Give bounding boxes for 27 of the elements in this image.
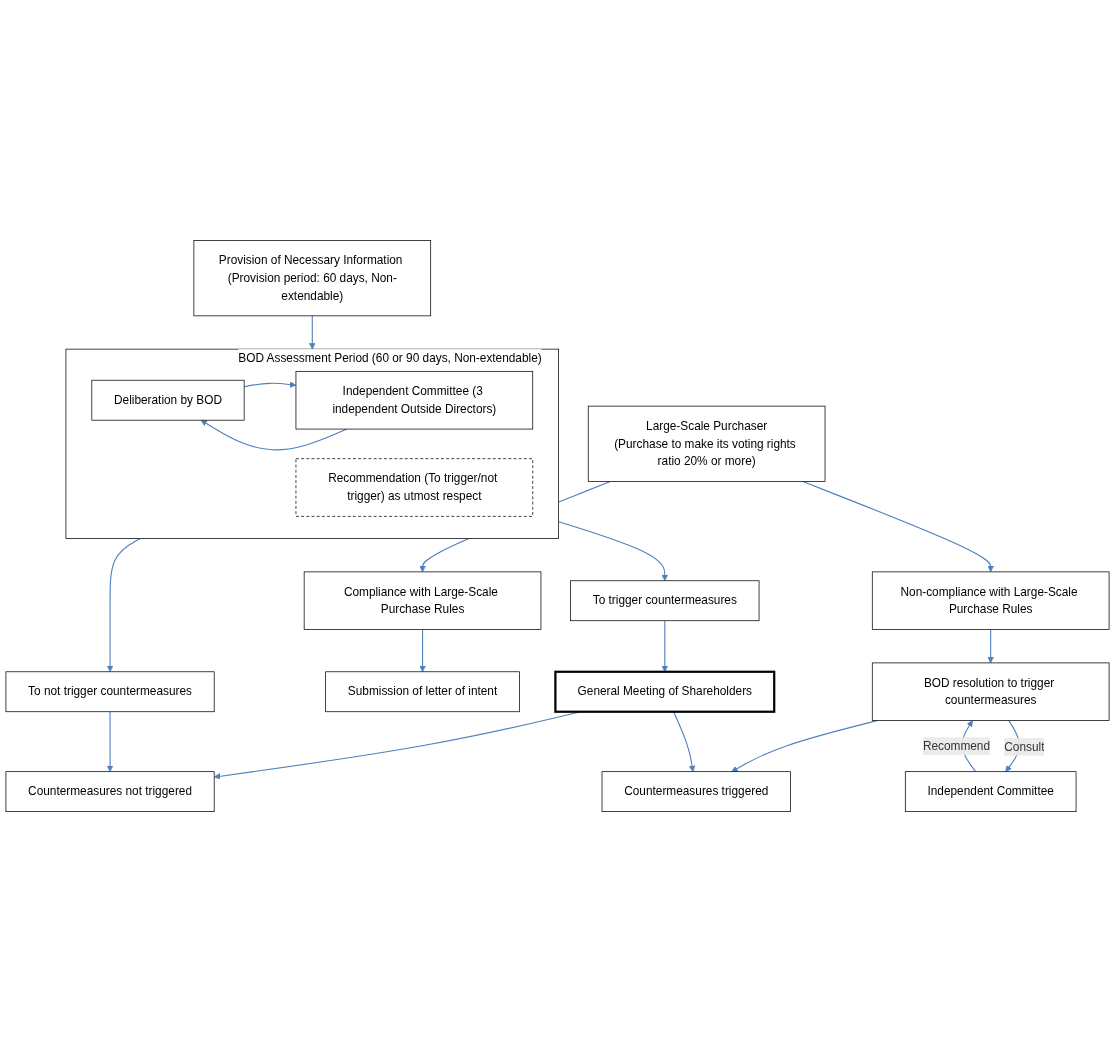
arrow [419,629,426,673]
arrow [309,315,316,350]
node-box: To not trigger countermeasures [5,671,215,713]
edge-label: Recommend [922,739,991,753]
node-box: Recommendation (To trigger/not trigger) as utmost respect [295,458,534,517]
node-box: Large-Scale Purchaser (Purchase to make its voting rights ratio 20% or more) [587,405,826,482]
arrow [731,720,878,772]
node-box: Independent Committee (3 independent Outside Directors) [295,370,534,430]
arrow [673,711,696,772]
node-box: Countermeasures triggered [601,771,791,812]
node-box: Independent Committee [904,771,1077,812]
node-box: Compliance with Large-Scale Purchase Rules [303,571,542,630]
edge-label: Consult [1004,740,1045,753]
node-box: Non-compliance with Large-Scale Purchase Rules [871,571,1110,630]
arrow [243,381,297,388]
arrow [106,711,114,772]
node-box: To trigger countermeasures [570,580,760,622]
node-box: Submission of letter of intent [325,671,520,713]
arrow [106,538,141,673]
arrow [987,629,994,664]
node-box: Countermeasures not triggered [5,771,215,812]
node-box: Deliberation by BOD [91,379,245,421]
arrow [558,521,669,582]
node-box: BOD resolution to trigger countermeasures [871,662,1110,721]
arrow [802,481,994,573]
node-box: Provision of Necessary Information (Provision period: 60 days, Non-extendable) [193,240,432,317]
node-box: General Meeting of Shareholders [554,670,776,713]
